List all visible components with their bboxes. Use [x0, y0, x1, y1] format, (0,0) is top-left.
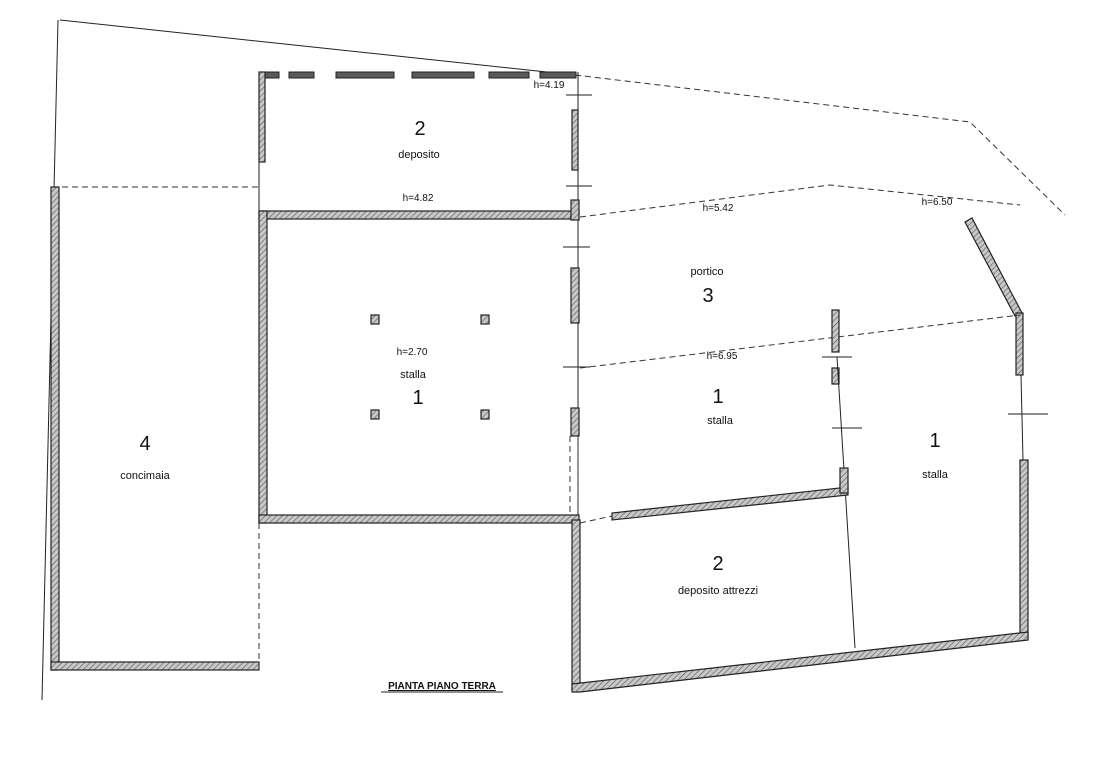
height-label-1: h=4.19 — [534, 80, 565, 91]
height-label-2: h=4.82 — [403, 193, 434, 204]
room-number: 2 — [414, 118, 425, 140]
concimaia-walls — [50, 186, 260, 671]
room-number: 1 — [712, 386, 723, 408]
room-name: portico — [690, 266, 723, 278]
room-number: 4 — [139, 433, 150, 455]
height-label-3: h=5.42 — [703, 203, 734, 214]
room-number: 1 — [412, 387, 423, 409]
label-stalla-mid: 1 stalla — [707, 386, 734, 427]
right-building-walls — [571, 184, 1048, 693]
plan-title: PIANTA PIANO TERRA — [388, 681, 496, 692]
room-number: 2 — [712, 553, 723, 575]
room-name: concimaia — [120, 470, 170, 482]
label-deposito-top: 2 deposito — [398, 118, 440, 161]
room-name: stalla — [707, 415, 734, 427]
room-name: stalla — [400, 369, 427, 381]
label-stalla-left: h=2.70 stalla 1 — [397, 347, 428, 409]
room-number: 3 — [702, 285, 713, 307]
height-label-6: h=6.95 — [707, 351, 738, 362]
room-name: deposito attrezzi — [678, 585, 758, 597]
room-number: 1 — [929, 430, 940, 452]
label-deposito-attrezzi: 2 deposito attrezzi — [678, 553, 758, 597]
height-label: h=2.70 — [397, 347, 428, 358]
height-label-4: h=6.50 — [922, 197, 953, 208]
stalla-left-walls — [258, 199, 590, 524]
site-boundary — [41, 19, 1066, 701]
room-name: deposito — [398, 149, 440, 161]
label-concimaia: 4 concimaia — [120, 433, 170, 482]
deposito-room-walls — [258, 71, 592, 520]
room-name: stalla — [922, 469, 949, 481]
label-stalla-right: 1 stalla — [922, 430, 949, 481]
label-portico: portico 3 — [690, 266, 723, 307]
